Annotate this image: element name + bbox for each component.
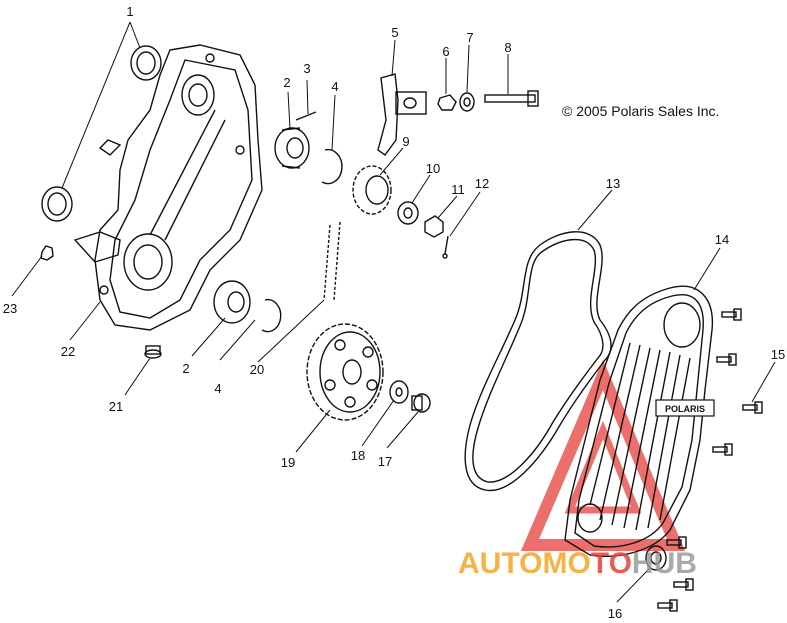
- part-2-bearing-upper: [274, 127, 310, 169]
- callout-1: 1: [126, 4, 133, 19]
- part-1-seal-lower: [41, 186, 73, 222]
- callout-2-upper: 2: [283, 75, 290, 90]
- part-6-nut: [437, 94, 457, 111]
- callout-19: 19: [281, 455, 295, 470]
- callout-2-lower: 2: [182, 361, 189, 376]
- callout-15: 15: [771, 347, 785, 362]
- callout-17: 17: [378, 454, 392, 469]
- callout-20: 20: [250, 362, 264, 377]
- part-2-bearing-lower: [213, 280, 251, 324]
- polaris-badge-text: POLARIS: [665, 404, 705, 414]
- watermark-text: AUTOMOTOHUB: [458, 547, 697, 580]
- leader-lines: [11, 21, 776, 603]
- watermark-logo: [520, 359, 686, 551]
- callout-3: 3: [303, 61, 310, 76]
- copyright-notice: © 2005 Polaris Sales Inc.: [562, 103, 719, 119]
- bolt: [742, 401, 763, 414]
- callout-13: 13: [606, 176, 620, 191]
- part-10-washer: [397, 201, 419, 225]
- callout-8: 8: [504, 40, 511, 55]
- part-22-chaincase-housing: [73, 44, 263, 331]
- cover-ribs: [589, 342, 691, 531]
- part-19-sprocket-large: [306, 323, 384, 421]
- part-17-bolt: [411, 393, 431, 413]
- part-3-pin: [295, 111, 317, 121]
- part-5-chain-tensioner: [377, 73, 427, 156]
- callout-labels: 1 2 2 3 4 4 5 6 7 8 9 10 11 12 13 14 15 …: [3, 4, 785, 621]
- part-4-snap-ring-upper: [321, 148, 343, 185]
- bolt: [721, 308, 742, 321]
- callout-18: 18: [351, 448, 365, 463]
- part-18-washer: [389, 380, 409, 404]
- part-1-seal-upper: [130, 45, 162, 81]
- callout-9: 9: [402, 134, 409, 149]
- part-9-sprocket-small: [352, 165, 392, 215]
- bolt: [716, 353, 737, 366]
- callout-5: 5: [391, 25, 398, 40]
- bolt: [666, 536, 687, 549]
- callout-22: 22: [61, 344, 75, 359]
- callout-21: 21: [109, 399, 123, 414]
- part-14-chaincase-cover: POLARIS: [564, 285, 715, 557]
- part-8-bolt: [484, 90, 539, 107]
- part-16-seal: [645, 545, 667, 571]
- part-23-nut: [40, 245, 54, 261]
- bolt: [657, 599, 678, 612]
- bolt: [673, 578, 694, 591]
- callout-23: 23: [3, 301, 17, 316]
- part-12-cotter-pin: [442, 235, 449, 259]
- callout-7: 7: [466, 30, 473, 45]
- part-4-snap-ring-lower: [261, 298, 282, 333]
- callout-6: 6: [442, 44, 449, 59]
- part-13-gasket: [464, 231, 612, 492]
- part-7-washer: [459, 92, 475, 112]
- part-20-chain: [323, 221, 341, 301]
- callout-12: 12: [475, 176, 489, 191]
- callout-4-upper: 4: [331, 79, 338, 94]
- part-15-bolts: [657, 308, 763, 612]
- part-11-nut: [424, 215, 444, 238]
- callout-14: 14: [715, 232, 729, 247]
- callout-10: 10: [426, 161, 440, 176]
- polaris-badge: [655, 399, 715, 417]
- watermark-triangle: [520, 359, 686, 551]
- callout-4-lower: 4: [214, 381, 221, 396]
- bolt: [712, 443, 733, 456]
- callout-11: 11: [451, 182, 465, 197]
- callout-16: 16: [608, 606, 622, 621]
- part-21-drain-plug: [144, 345, 162, 359]
